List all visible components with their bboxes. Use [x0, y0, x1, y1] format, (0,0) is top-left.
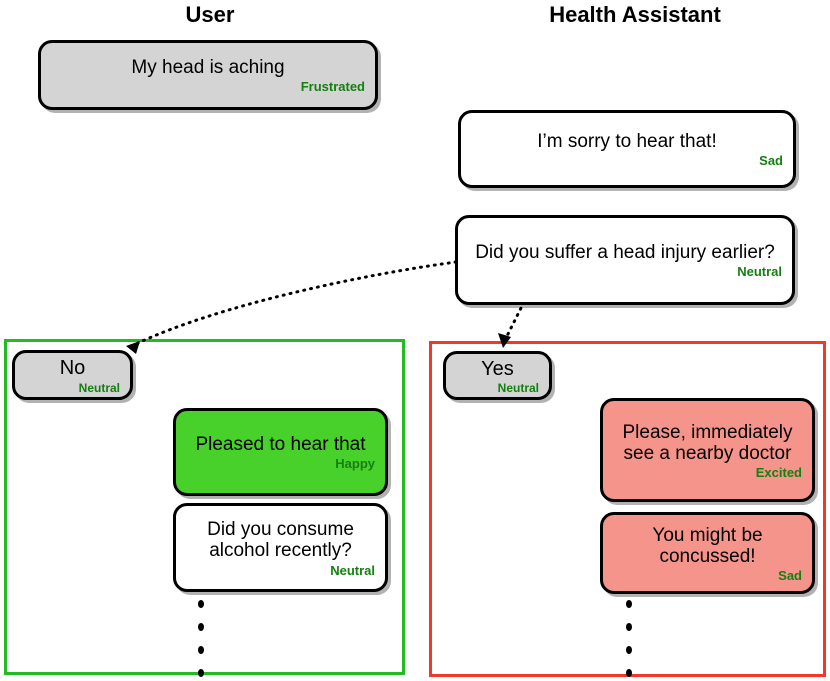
message-bubble-alcohol[interactable]: Did you consume alcohol recently? Neutra…: [173, 503, 388, 592]
message-bubble-sorry[interactable]: I’m sorry to hear that! Sad: [458, 110, 796, 188]
message-bubble-yes[interactable]: Yes Neutral: [443, 351, 552, 400]
emotion-label: Neutral: [78, 380, 120, 395]
emotion-label: Neutral: [330, 562, 375, 578]
message-text: Please, immediately see a nearby doctor: [622, 421, 793, 464]
ellipsis-dot: [626, 669, 632, 677]
message-bubble-concussed[interactable]: You might be concussed! Sad: [600, 512, 815, 594]
message-bubble-doctor[interactable]: Please, immediately see a nearby doctor …: [600, 398, 815, 502]
message-text: You might be concussed!: [652, 524, 763, 567]
ellipsis-yes-branch: [626, 600, 632, 677]
message-text: My head is aching: [131, 57, 285, 79]
ellipsis-dot: [198, 646, 204, 654]
column-title-user: User: [185, 2, 235, 27]
ellipsis-dot: [626, 646, 632, 654]
emotion-label: Excited: [755, 465, 802, 481]
ellipsis-no-branch: [198, 600, 204, 677]
message-text: Yes: [481, 357, 514, 380]
message-text: Pleased to hear that: [195, 434, 366, 456]
message-text: I’m sorry to hear that!: [537, 131, 717, 153]
emotion-label: Sad: [778, 568, 802, 584]
column-title-health-assistant: Health Assistant: [549, 2, 721, 27]
ellipsis-dot: [198, 623, 204, 631]
emotion-label: Happy: [335, 456, 375, 472]
message-bubble-head-injury[interactable]: Did you suffer a head injury earlier? Ne…: [455, 215, 795, 305]
emotion-label: Frustrated: [300, 79, 365, 95]
message-bubble-head-aching[interactable]: My head is aching Frustrated: [38, 40, 378, 110]
ellipsis-dot: [626, 600, 632, 608]
connector-head-injury-to-yes: [503, 300, 526, 342]
emotion-label: Sad: [759, 153, 783, 169]
message-bubble-pleased[interactable]: Pleased to hear that Happy: [173, 408, 388, 496]
message-text: Did you suffer a head injury earlier?: [475, 242, 775, 264]
message-text: Did you consume alcohol recently?: [207, 519, 354, 562]
ellipsis-dot: [626, 623, 632, 631]
message-bubble-no[interactable]: No Neutral: [12, 350, 133, 400]
ellipsis-dot: [198, 600, 204, 608]
emotion-label: Neutral: [497, 381, 539, 396]
ellipsis-dot: [198, 669, 204, 677]
emotion-label: Neutral: [737, 264, 782, 280]
connector-head-injury-to-no: [136, 260, 458, 345]
message-text: No: [59, 357, 86, 380]
